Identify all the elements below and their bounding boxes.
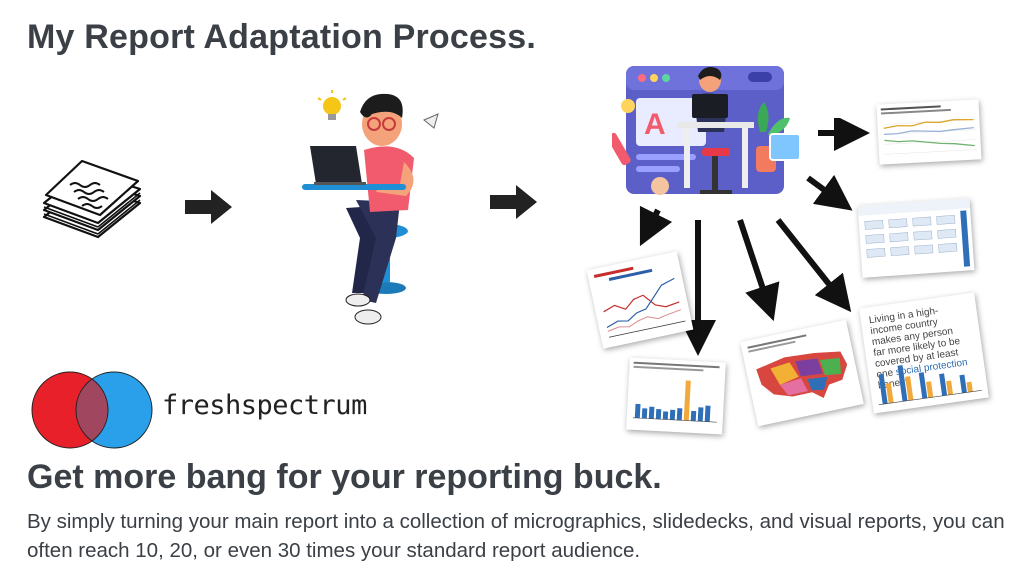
svg-text:A: A — [644, 108, 666, 141]
body-text: By simply turning your main report into … — [27, 510, 1005, 562]
process-diagram-card — [857, 198, 975, 278]
bar-chart-thumbnail — [632, 361, 720, 423]
page-title: My Report Adaptation Process. — [27, 18, 536, 56]
paper-stack-icon — [42, 159, 142, 239]
arrow-right-icon — [185, 190, 232, 224]
freshspectrum-logo — [31, 371, 153, 449]
us-map-thumbnail — [747, 334, 848, 399]
brand-wordmark: freshspectrum — [162, 390, 367, 421]
arrow-right-icon — [490, 185, 537, 219]
headline: Get more bang for your reporting buck. — [27, 458, 662, 496]
social-protection-card: Living in a high-income country makes an… — [859, 292, 989, 414]
bar-chart-card — [626, 357, 726, 435]
arrow-icon — [639, 118, 870, 356]
map-card — [740, 319, 864, 427]
sketch-chart-thumbnail — [593, 266, 686, 338]
person-laptop-illustration — [302, 90, 439, 325]
line-chart-thumbnail — [880, 105, 977, 155]
line-chart-card — [876, 99, 982, 165]
sketch-chart-card — [586, 251, 694, 349]
grouped-bar-thumbnail — [878, 365, 982, 406]
process-diagram-thumbnail — [857, 198, 971, 267]
designer-illustration: A — [612, 66, 801, 195]
